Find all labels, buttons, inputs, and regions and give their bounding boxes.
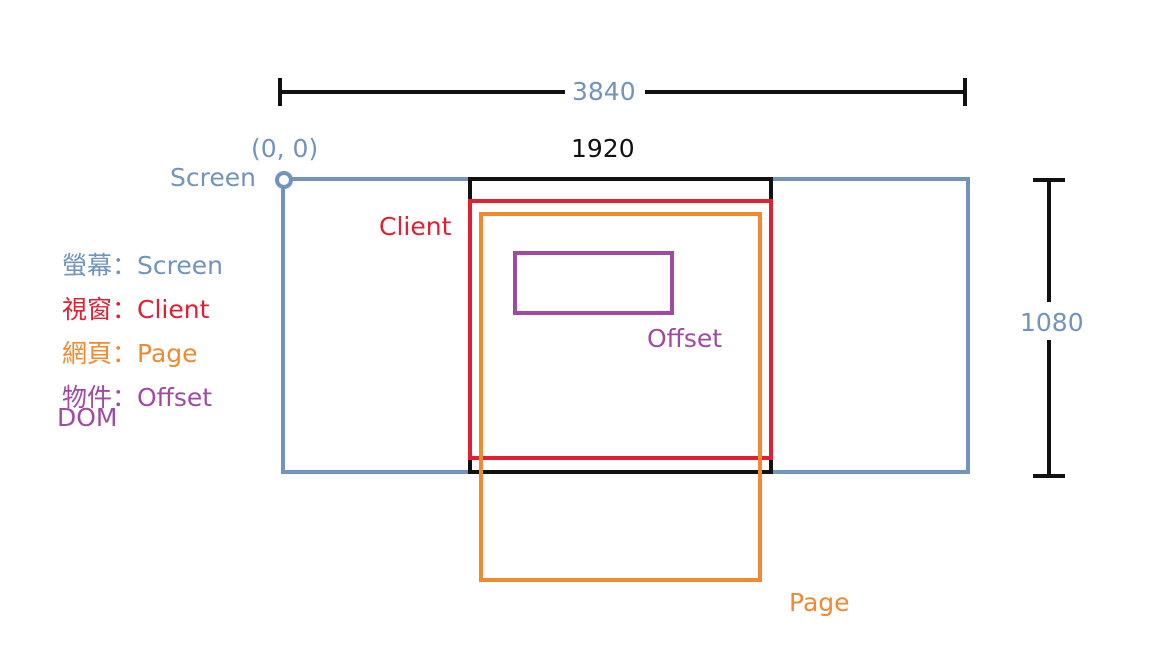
height-label: 1080 [1020, 308, 1084, 337]
height-dimension-1080 [1033, 178, 1065, 478]
legend-dom-label: DOM [57, 403, 118, 432]
width-dimension-3840 [278, 78, 967, 106]
legend-item-offset: 物件：Offset [62, 383, 213, 412]
origin-marker [275, 171, 293, 189]
legend: 螢幕：Screen 視窗：Client 網頁：Page 物件：Offset [62, 244, 223, 420]
offset-box [513, 251, 674, 315]
legend-item-page: 網頁：Page [62, 339, 198, 368]
legend-item-client: 視窗：Client [62, 295, 210, 324]
page-label: Page [789, 588, 850, 617]
display-width-label: 1920 [571, 134, 635, 163]
offset-label: Offset [647, 324, 723, 353]
page-box [479, 212, 762, 582]
total-width-label: 3840 [572, 77, 636, 106]
screen-label: Screen [170, 163, 256, 192]
client-label: Client [379, 212, 452, 241]
origin-label: (0, 0) [251, 134, 319, 163]
display-box-1920 [468, 177, 773, 474]
client-box [468, 199, 773, 460]
legend-item-screen: 螢幕：Screen [62, 251, 223, 280]
